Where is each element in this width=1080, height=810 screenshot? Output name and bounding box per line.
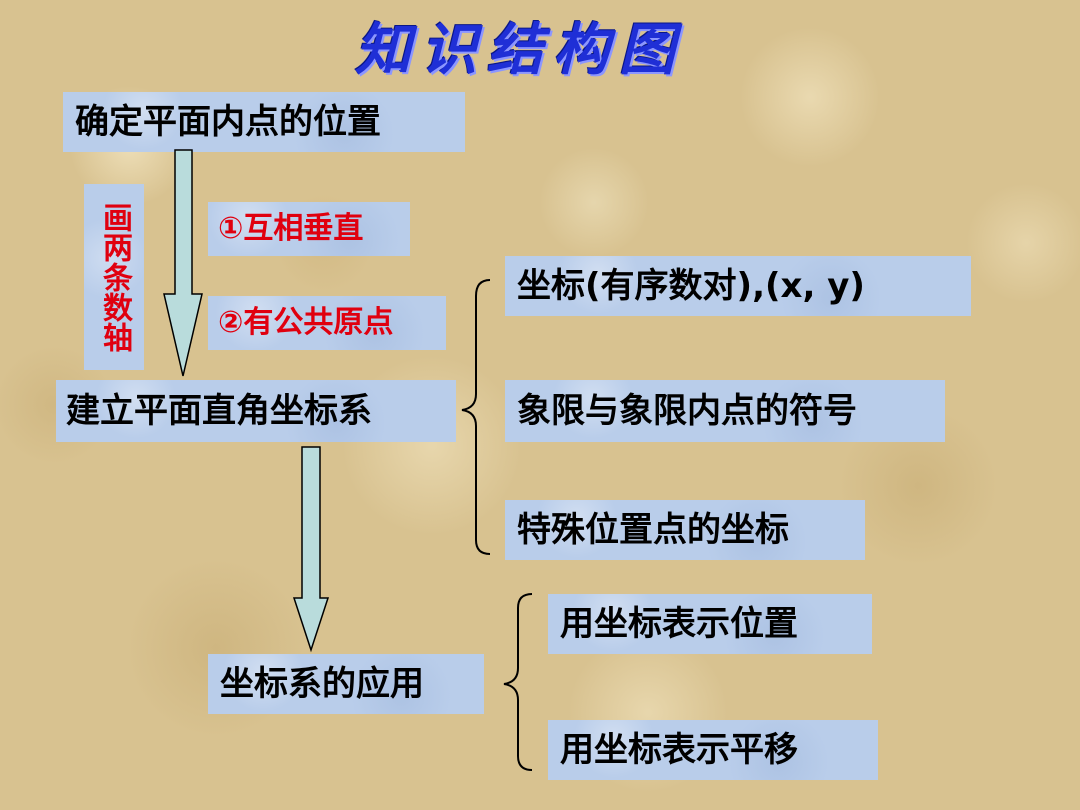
brace-icon — [461, 279, 491, 555]
arrow-down-icon — [163, 149, 203, 377]
arrow-down-icon — [292, 446, 330, 653]
node-quadrants: 象限与象限内点的符号 — [505, 380, 945, 442]
node-common-origin: ②有公共原点 — [208, 296, 446, 350]
page-title: 知识结构图 — [355, 17, 685, 83]
node-coordinates: 坐标(有序数对),(x, y) — [505, 256, 971, 316]
node-application: 坐标系的应用 — [208, 654, 484, 714]
node-perpendicular: ①互相垂直 — [208, 202, 410, 256]
brace-icon — [503, 593, 533, 771]
node-special-points: 特殊位置点的坐标 — [505, 500, 865, 560]
node-represent-translation: 用坐标表示平移 — [548, 720, 878, 780]
node-represent-position: 用坐标表示位置 — [548, 594, 872, 654]
node-establish-system: 建立平面直角坐标系 — [56, 380, 456, 442]
node-determine-position: 确定平面内点的位置 — [63, 92, 465, 152]
node-draw-two-axes: 画两条数轴 — [84, 184, 144, 370]
